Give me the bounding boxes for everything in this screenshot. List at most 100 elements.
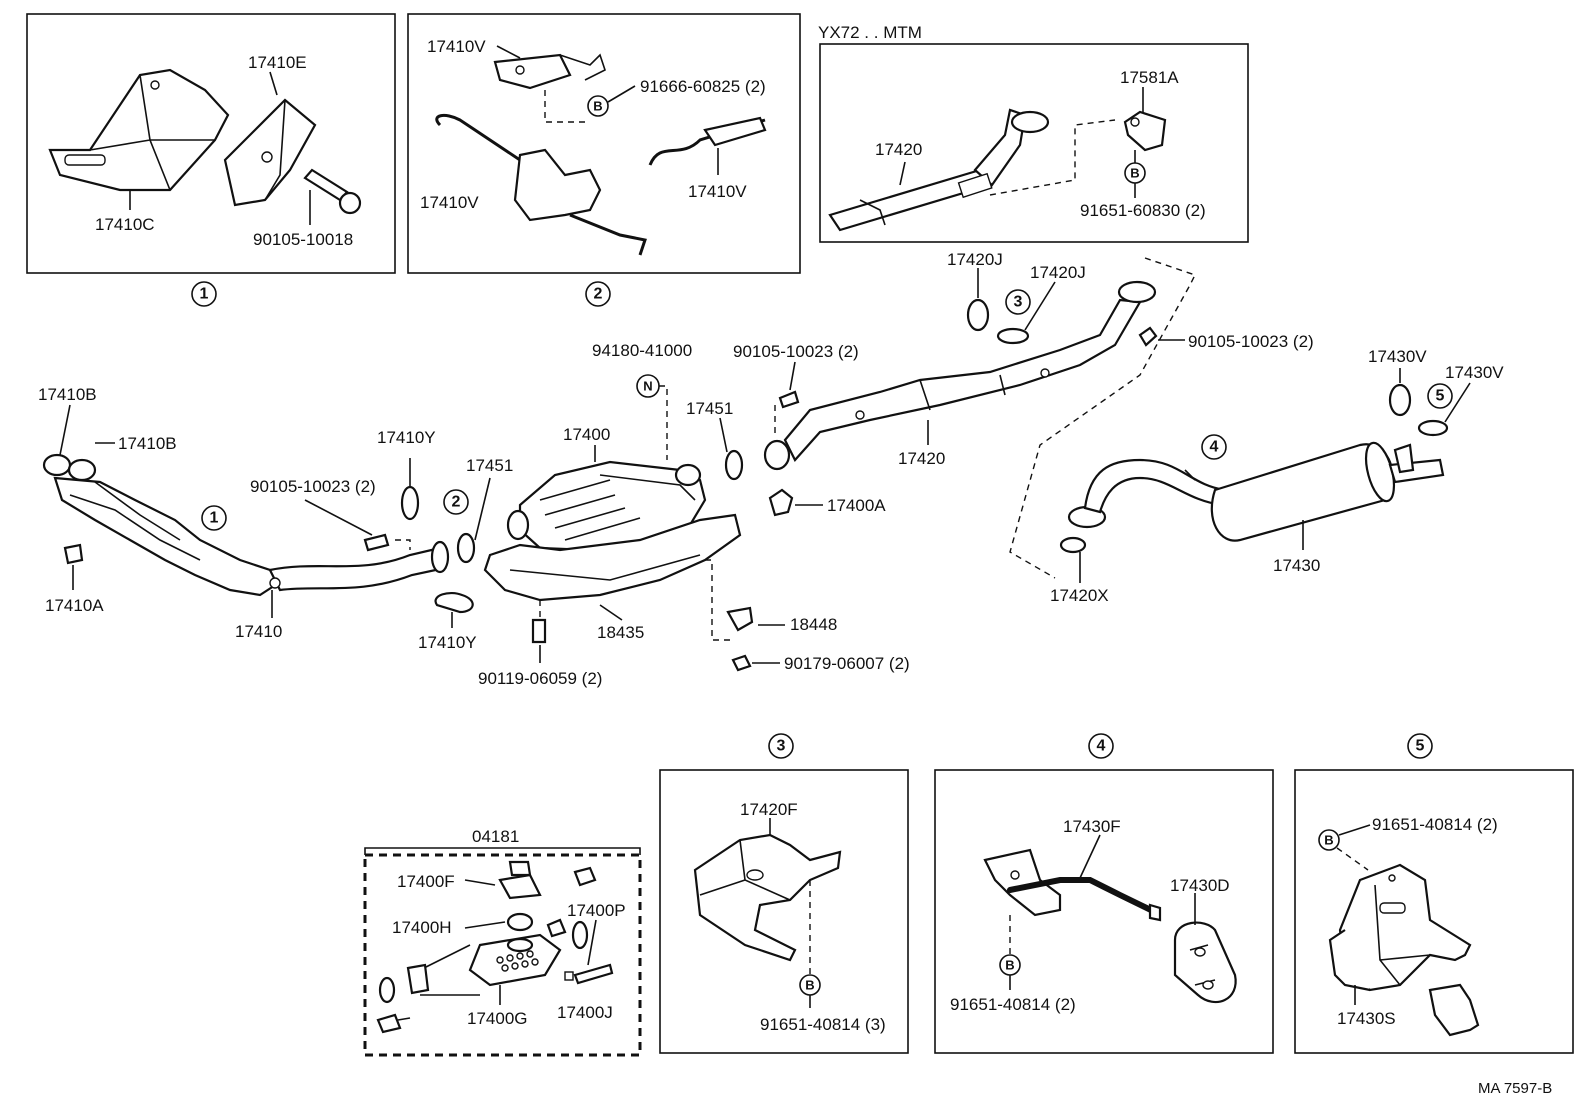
callout-circle-2-main bbox=[443, 489, 469, 515]
gasket-17430V-a bbox=[1388, 383, 1412, 417]
marker-B-1-text: B bbox=[593, 99, 602, 114]
leader-17410B-a bbox=[59, 404, 71, 456]
bolt-90105-10023-a bbox=[363, 533, 390, 552]
bracket-17430S bbox=[1328, 863, 1480, 1037]
label-91651-40814-a: 91651-40814 (3) bbox=[760, 1015, 886, 1034]
gasket-17430V-b bbox=[1417, 419, 1449, 437]
label-17410V-c: 17410V bbox=[688, 182, 747, 201]
leader-17420-box bbox=[899, 161, 906, 186]
callout-circle-4 bbox=[1088, 733, 1114, 759]
gasket-17451-b bbox=[724, 449, 744, 481]
label-17451-a: 17451 bbox=[466, 456, 513, 475]
hanger-17410V-right bbox=[648, 116, 767, 166]
callout-circle-3 bbox=[768, 733, 794, 759]
label-17400A: 17400A bbox=[827, 496, 886, 515]
dash-bolt-a bbox=[395, 539, 411, 550]
marker-B-5-text: B bbox=[1324, 833, 1333, 848]
leader-17400F bbox=[464, 879, 496, 886]
callout-3-main-text: 3 bbox=[1014, 294, 1023, 311]
kit-parts bbox=[376, 860, 614, 1034]
gasket-17420J-b bbox=[996, 327, 1030, 345]
callout-2-text: 2 bbox=[594, 286, 603, 303]
leader-91651-40814-c bbox=[1338, 824, 1371, 836]
inset-box-yx72 bbox=[819, 43, 1249, 243]
dash-yx72 bbox=[989, 119, 1116, 196]
label-90105-10018: 90105-10018 bbox=[253, 230, 353, 249]
callout-3-text: 3 bbox=[777, 738, 786, 755]
dash-17410V-B bbox=[544, 90, 590, 123]
insulator-17430D bbox=[1173, 921, 1237, 1004]
label-17400F: 17400F bbox=[397, 872, 455, 891]
callout-2-main-text: 2 bbox=[452, 494, 461, 511]
label-17400H: 17400H bbox=[392, 918, 452, 937]
dash-region-tail bbox=[1009, 257, 1196, 579]
gasket-17410Y-a bbox=[400, 485, 420, 521]
center-pipe-17420 bbox=[763, 280, 1157, 471]
label-17420J-b: 17420J bbox=[1030, 263, 1086, 282]
leader-17400H bbox=[464, 921, 506, 929]
gasket-17451-a bbox=[456, 532, 476, 564]
bolt-90119 bbox=[531, 618, 547, 644]
bracket-04181 bbox=[364, 847, 641, 855]
label-17410A: 17410A bbox=[45, 596, 104, 615]
label-94180-41000: 94180-41000 bbox=[592, 341, 692, 360]
leader-91666 bbox=[607, 85, 636, 103]
callout-circle-3-main bbox=[1005, 289, 1031, 315]
dash-17430S-B bbox=[1336, 847, 1369, 871]
label-90119-06059: 90119-06059 (2) bbox=[478, 669, 602, 688]
marker-B-3-text: B bbox=[805, 978, 814, 993]
label-90105-10023-a: 90105-10023 (2) bbox=[250, 477, 376, 496]
leader-17410E bbox=[269, 71, 278, 96]
leader-17451-a bbox=[474, 477, 491, 541]
gasket-17410Y-b bbox=[434, 591, 474, 614]
label-17430D: 17430D bbox=[1170, 876, 1230, 895]
hanger-17410V-top bbox=[493, 53, 606, 90]
callout-5-text: 5 bbox=[1416, 738, 1425, 755]
callout-4-text: 4 bbox=[1097, 738, 1106, 755]
callout-circle-2 bbox=[585, 281, 611, 307]
label-17410V-b: 17410V bbox=[420, 193, 479, 212]
inset-box-3 bbox=[659, 769, 909, 1054]
label-17400P: 17400P bbox=[567, 901, 626, 920]
label-17420-box: 17420 bbox=[875, 140, 922, 159]
label-91651-40814-b: 91651-40814 (2) bbox=[950, 995, 1076, 1014]
label-17420F: 17420F bbox=[740, 800, 798, 819]
label-18435: 18435 bbox=[597, 623, 644, 642]
leader-17430V-b bbox=[1444, 382, 1471, 423]
label-17430: 17430 bbox=[1273, 556, 1320, 575]
marker-B-4-text: B bbox=[1005, 958, 1014, 973]
marker-B-5 bbox=[1318, 829, 1340, 851]
inset-box-1 bbox=[26, 13, 396, 274]
dash-N bbox=[659, 385, 668, 460]
label-91666-60825: 91666-60825 (2) bbox=[640, 77, 766, 96]
muffler-17430 bbox=[1067, 441, 1445, 542]
bolt-90105-10018 bbox=[303, 168, 362, 215]
callout-circle-1 bbox=[191, 281, 217, 307]
front-pipe-17410 bbox=[42, 453, 450, 597]
leader-18435 bbox=[599, 604, 623, 621]
label-17430V-b: 17430V bbox=[1445, 363, 1504, 382]
label-17410Y-a: 17410Y bbox=[377, 428, 436, 447]
callout-1-main-text: 1 bbox=[210, 510, 219, 527]
label-17451-b: 17451 bbox=[686, 399, 733, 418]
label-91651-40814-c: 91651-40814 (2) bbox=[1372, 815, 1498, 834]
bracket-18448 bbox=[726, 606, 754, 632]
label-17581A: 17581A bbox=[1120, 68, 1179, 87]
label-17410E: 17410E bbox=[248, 53, 307, 72]
label-17410: 17410 bbox=[235, 622, 282, 641]
nut-90179 bbox=[731, 654, 752, 672]
label-90105-10023-c: 90105-10023 (2) bbox=[1188, 332, 1314, 351]
label-17400J: 17400J bbox=[557, 1003, 613, 1022]
hanger-17430F bbox=[983, 848, 1162, 922]
callout-5-main-text: 5 bbox=[1436, 388, 1445, 405]
marker-N-text: N bbox=[643, 379, 652, 394]
label-17420J-a: 17420J bbox=[947, 250, 1003, 269]
leader-90105-10023-b bbox=[789, 361, 796, 391]
label-90105-10023-b: 90105-10023 (2) bbox=[733, 342, 859, 361]
bolt-90105-10023-c bbox=[1138, 326, 1158, 347]
callout-circle-5-main bbox=[1427, 383, 1453, 409]
leader-17420J-b bbox=[1024, 281, 1056, 331]
marker-B-1 bbox=[587, 95, 609, 117]
hanger-17410V-left bbox=[435, 113, 647, 256]
